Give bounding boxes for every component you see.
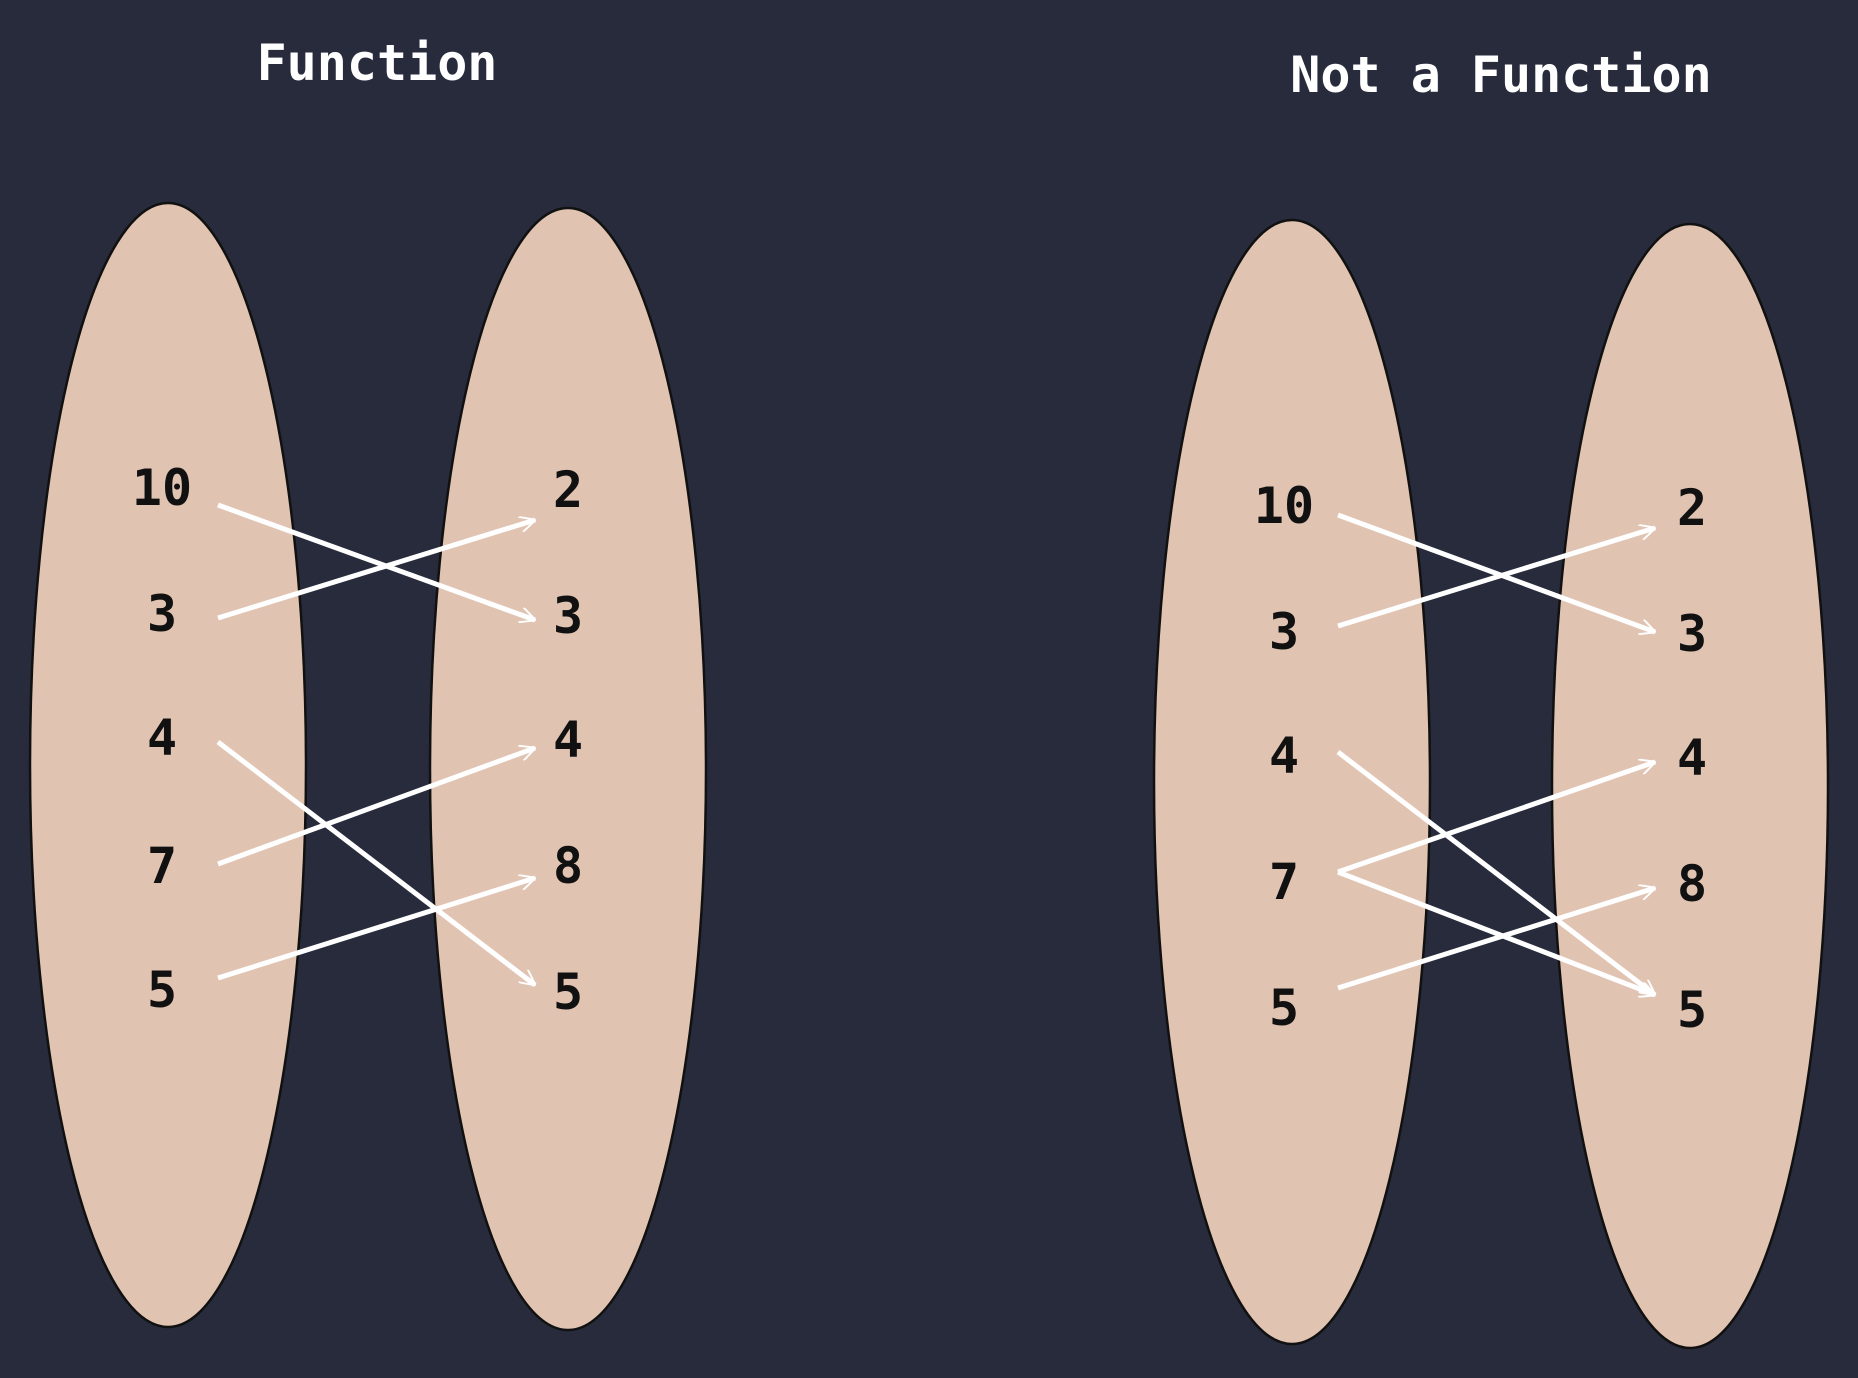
not-function-arrow (1337, 762, 1655, 875)
not-function-arrow (1337, 528, 1655, 629)
domain-value: 5 (1269, 979, 1299, 1037)
function-arrow (217, 878, 535, 981)
codomain-value: 8 (553, 837, 583, 895)
not-function-codomain-oval (1550, 222, 1830, 1350)
codomain-value: 3 (1677, 605, 1707, 663)
domain-value: 5 (147, 961, 177, 1019)
not-function-arrow (1337, 888, 1655, 991)
function-domain-labels: 10 3 4 7 5 (132, 459, 192, 1019)
codomain-value: 5 (1677, 981, 1707, 1039)
function-arrow (217, 748, 535, 867)
domain-value: 4 (147, 709, 177, 767)
not-a-function-title: Not a Function (1290, 46, 1711, 104)
codomain-value: 4 (553, 711, 583, 769)
function-arrow (217, 520, 535, 621)
domain-value: 10 (132, 459, 192, 517)
domain-value: 4 (1269, 727, 1299, 785)
not-function-arrow (1336, 750, 1655, 997)
function-domain-oval (28, 201, 308, 1329)
function-arrow (216, 740, 535, 987)
function-diagram: Function 10 3 4 7 5 2 3 4 8 5 (28, 34, 708, 1332)
not-a-function-diagram: Not a Function 10 3 4 7 5 2 3 4 8 5 (1152, 46, 1830, 1350)
domain-value: 3 (147, 585, 177, 643)
codomain-value: 2 (553, 461, 583, 519)
not-function-domain-labels: 10 3 4 7 5 (1254, 477, 1314, 1037)
not-function-arrow (1337, 869, 1655, 995)
not-function-arrows (1336, 512, 1655, 997)
domain-value: 3 (1269, 603, 1299, 661)
codomain-value: 3 (553, 587, 583, 645)
codomain-value: 8 (1677, 855, 1707, 913)
function-arrows (216, 502, 535, 987)
not-function-codomain-labels: 2 3 4 8 5 (1677, 479, 1707, 1039)
not-function-arrow (1337, 512, 1655, 632)
function-arrow (217, 502, 535, 620)
function-codomain-oval (428, 206, 708, 1332)
codomain-value: 4 (1677, 729, 1707, 787)
codomain-value: 5 (553, 963, 583, 1021)
domain-value: 10 (1254, 477, 1314, 535)
not-function-domain-oval (1152, 218, 1432, 1346)
function-title: Function (257, 34, 498, 92)
codomain-value: 2 (1677, 479, 1707, 537)
domain-value: 7 (147, 837, 177, 895)
function-codomain-labels: 2 3 4 8 5 (553, 461, 583, 1021)
domain-value: 7 (1269, 853, 1299, 911)
